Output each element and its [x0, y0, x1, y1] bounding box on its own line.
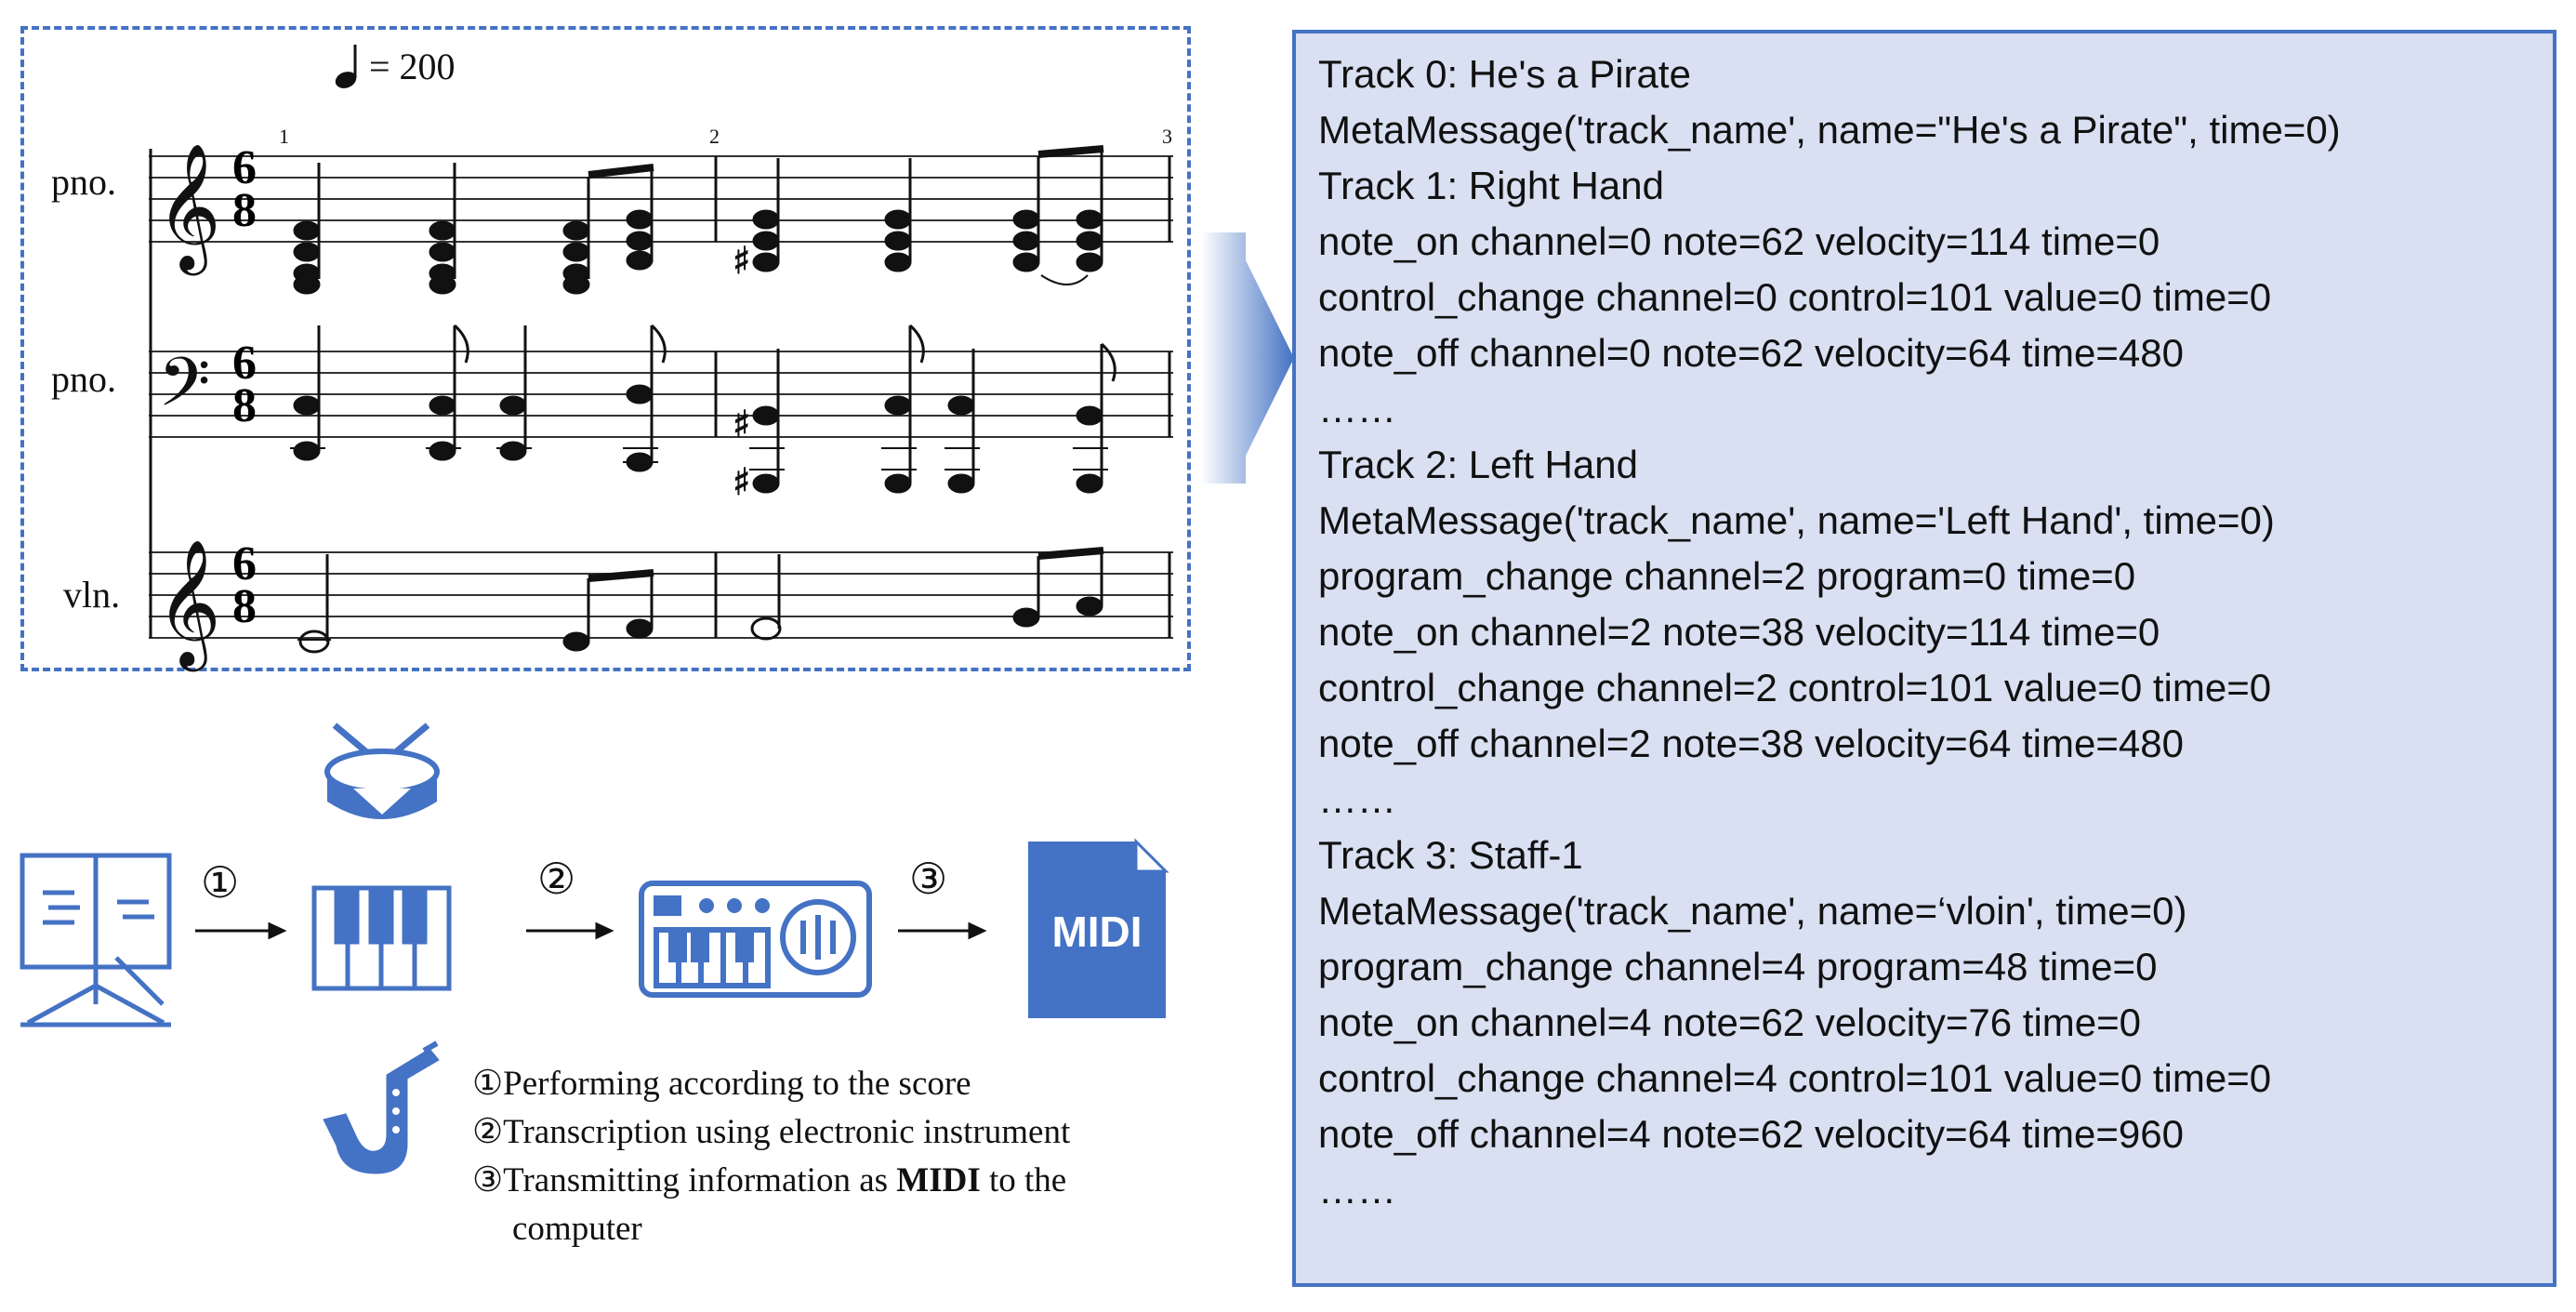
midi-line: note_off channel=4 note=62 velocity=64 t… — [1318, 1112, 2184, 1156]
midi-message-panel: Track 0: He's a Pirate MetaMessage('trac… — [1292, 30, 2556, 1287]
midi-line: control_change channel=2 control=101 val… — [1318, 666, 2272, 709]
legend-line: ②Transcription using electronic instrume… — [472, 1113, 1071, 1151]
workflow-arrows — [195, 921, 987, 940]
midi-line: MetaMessage('track_name', name="He's a P… — [1318, 108, 2341, 152]
score-frame — [20, 26, 1191, 671]
midi-line: note_on channel=4 note=62 velocity=76 ti… — [1318, 1001, 2142, 1044]
legend-line: ①Performing according to the score — [472, 1065, 971, 1103]
midi-line: MetaMessage('track_name', name=‘vloin', … — [1318, 889, 2187, 933]
midi-line: Track 1: Right Hand — [1318, 164, 1664, 207]
measure-number: 3 — [1162, 125, 1172, 148]
midi-file-label: MIDI — [1051, 908, 1142, 956]
piano-keys-icon — [311, 885, 452, 991]
workflow-legend: ①Performing according to the score ②Tran… — [472, 1060, 1070, 1253]
midi-line: Track 0: He's a Pirate — [1318, 52, 1691, 96]
midi-line: …… — [1318, 1168, 1396, 1212]
midi-line: program_change channel=2 program=0 time=… — [1318, 554, 2136, 598]
step-3-label: ③ — [909, 855, 948, 903]
midi-file-icon: MIDI — [1028, 838, 1169, 1018]
midi-line: MetaMessage('track_name', name='Left Han… — [1318, 498, 2275, 542]
synthesizer-icon — [639, 881, 872, 998]
staff-label: vln. — [63, 574, 121, 616]
midi-line: Track 2: Left Hand — [1318, 443, 1638, 486]
legend-line: computer — [512, 1210, 642, 1248]
flow-arrow-right — [1201, 232, 1294, 484]
midi-line: note_on channel=0 note=62 velocity=114 t… — [1318, 219, 2160, 263]
legend-line: ③Transmitting information as MIDI to the — [472, 1161, 1067, 1199]
saxophone-icon — [323, 1040, 440, 1174]
measure-number: 1 — [279, 125, 289, 148]
midi-line: control_change channel=0 control=101 val… — [1318, 275, 2272, 319]
midi-line: control_change channel=4 control=101 val… — [1318, 1056, 2272, 1100]
tempo-marking: = 200 — [369, 46, 456, 87]
midi-line: program_change channel=4 program=48 time… — [1318, 945, 2158, 988]
midi-line: …… — [1318, 387, 1396, 431]
drum-icon — [324, 722, 440, 819]
midi-line: note_off channel=2 note=38 velocity=64 t… — [1318, 722, 2184, 765]
staff-label: pno. — [51, 161, 116, 203]
step-2-label: ② — [537, 855, 576, 903]
midi-line: note_off channel=0 note=62 velocity=64 t… — [1318, 331, 2184, 375]
midi-line: note_on channel=2 note=38 velocity=114 t… — [1318, 610, 2160, 654]
staff-label: pno. — [51, 358, 116, 400]
midi-line: …… — [1318, 777, 1396, 821]
score-stand-icon — [20, 853, 172, 1027]
step-1-label: ① — [201, 859, 240, 907]
midi-line: Track 3: Staff-1 — [1318, 833, 1583, 877]
measure-number: 2 — [709, 125, 720, 148]
